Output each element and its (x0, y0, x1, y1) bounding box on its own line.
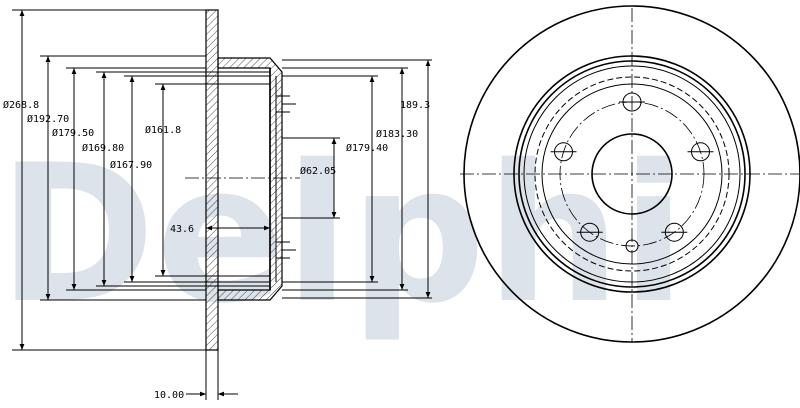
dim-outer-diameter: Ø268.8 (3, 99, 39, 111)
dim-167-90: Ø167.90 (110, 159, 152, 171)
dim-183-30: Ø183.30 (376, 128, 418, 140)
dim-179-50: Ø179.50 (52, 127, 94, 139)
dim-161-8: Ø161.8 (145, 124, 181, 136)
dim-height: 189.3 (400, 100, 430, 111)
dim-thickness: 10.00 (154, 390, 184, 401)
dim-179-40: Ø179.40 (346, 142, 388, 154)
dim-hub-bore: Ø62.05 (300, 165, 336, 177)
disc-section (206, 10, 218, 350)
brand-watermark: Delphi (0, 124, 686, 345)
dim-depth: 43.6 (170, 224, 194, 235)
dim-169-80: Ø169.80 (82, 142, 124, 154)
dim-192-70: Ø192.70 (27, 113, 69, 125)
